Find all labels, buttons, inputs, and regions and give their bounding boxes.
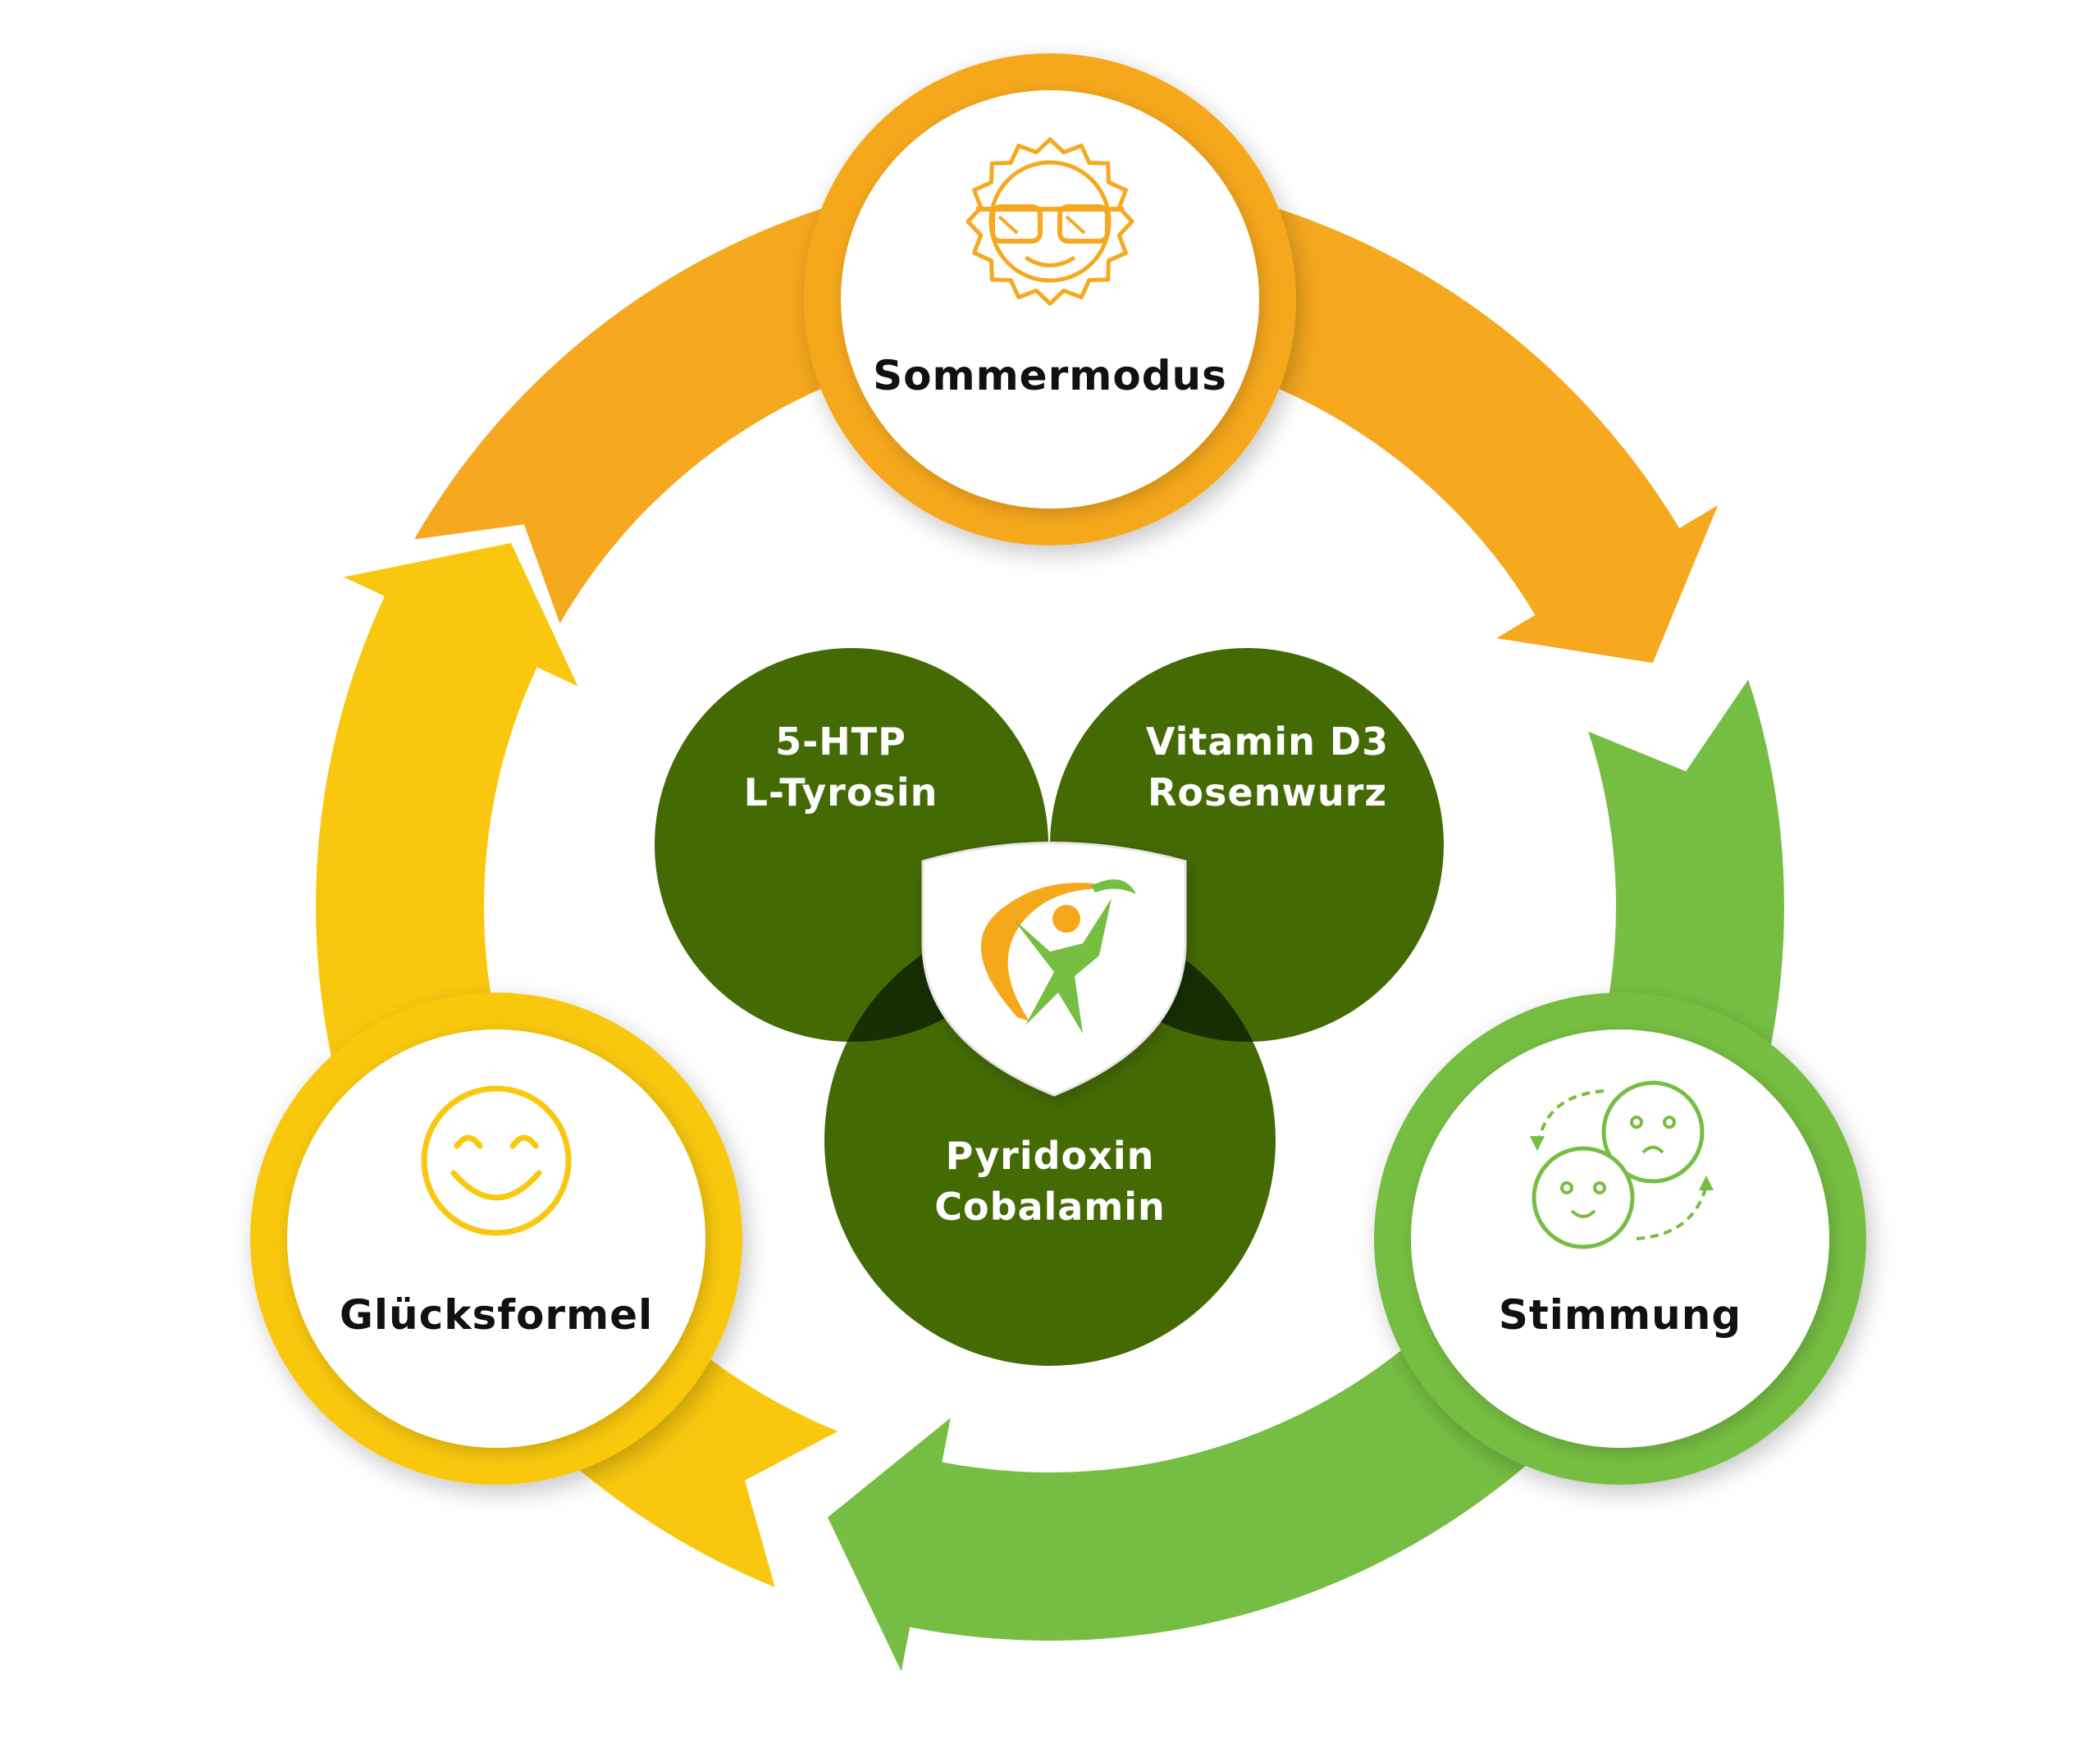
venn-circle-bottom xyxy=(824,915,1276,1366)
node-gluecksformel-label: Glücksformel xyxy=(340,1291,653,1339)
node-sommermodus-label: Sommermodus xyxy=(873,352,1227,399)
arrow-orange-top-to-right xyxy=(413,171,1719,664)
mood-change-faces-icon xyxy=(1530,1080,1714,1249)
node-stimmung-inner xyxy=(1411,1030,1829,1448)
venn-label-top-left-line1: 5-HTP xyxy=(775,719,906,764)
node-sommermodus: Sommermodus xyxy=(804,53,1296,546)
node-gluecksformel-inner xyxy=(287,1030,705,1448)
sun-with-sunglasses-icon xyxy=(966,137,1134,306)
venn-label-top-left-line2: L-Tyrosin xyxy=(744,770,938,815)
node-stimmung: Stimmung xyxy=(1374,993,1866,1485)
node-gluecksformel: Glücksformel xyxy=(250,993,742,1485)
shield-logo-icon xyxy=(921,842,1187,1097)
node-stimmung-label: Stimmung xyxy=(1499,1291,1742,1339)
smiley-face-icon xyxy=(421,1085,572,1236)
node-sommermodus-inner xyxy=(841,90,1259,509)
venn-label-bottom-line2: Cobalamin xyxy=(934,1185,1166,1229)
venn-label-bottom-line1: Pyridoxin xyxy=(946,1134,1155,1178)
venn-label-top-right-line1: Vitamin D3 xyxy=(1146,719,1389,764)
arrow-yellow-bottom-to-left xyxy=(316,542,838,1587)
venn-label-top-right-line2: Rosenwurz xyxy=(1148,770,1387,815)
venn-diagram: 5-HTP L-Tyrosin Vitamin D3 RosenwurzPyridox… xyxy=(655,648,1444,1366)
